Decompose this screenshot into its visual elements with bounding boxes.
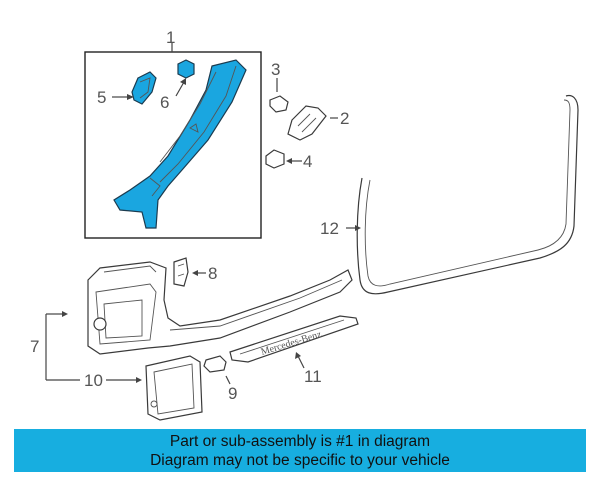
callout-12: 12 <box>320 219 339 238</box>
sill-trim-inner <box>95 283 157 345</box>
arrow-6 <box>180 78 186 85</box>
callout-5: 5 <box>97 88 106 107</box>
clip-part-6 <box>177 59 195 79</box>
bracket-detail <box>139 77 151 99</box>
clip-part-8 <box>173 257 189 287</box>
arrow-8 <box>192 270 198 276</box>
callout-1: 1 <box>166 28 175 47</box>
callout-10: 10 <box>84 371 103 390</box>
sill-trim-edge <box>169 279 343 331</box>
sill-plate-part-11 <box>229 315 359 363</box>
banner-line-2: Diagram may not be specific to your vehi… <box>150 452 450 469</box>
clip-part-4 <box>265 149 285 169</box>
clip-8-detail <box>177 263 185 277</box>
weatherstrip-part-12 <box>356 94 579 295</box>
a-pillar-inner-edge <box>159 65 237 183</box>
arrow-4 <box>286 158 292 164</box>
leader-line-11 <box>297 355 305 369</box>
callout-4: 4 <box>303 152 312 171</box>
bracket-2-detail <box>297 113 317 133</box>
sill-trim-top <box>103 265 157 273</box>
callout-8: 8 <box>208 264 217 283</box>
arrow-10 <box>136 377 142 383</box>
arrow-7 <box>62 311 68 317</box>
a-pillar-inner-edge-2 <box>159 71 217 163</box>
cover-panel-dot <box>150 400 158 408</box>
weatherstrip-inner <box>364 99 571 287</box>
info-banner: Part or sub-assembly is #1 in diagram Di… <box>14 429 586 472</box>
a-pillar-foot-detail <box>149 177 161 197</box>
callout-2: 2 <box>340 109 349 128</box>
arrow-12 <box>355 225 361 231</box>
callout-3: 3 <box>271 60 280 79</box>
cover-panel-inner <box>153 363 195 415</box>
a-pillar-trim-part <box>113 59 247 229</box>
callout-9: 9 <box>228 384 237 403</box>
bracket-part-5 <box>131 71 157 105</box>
sill-trim-part-7 <box>87 261 353 355</box>
leader-line-6 <box>175 81 185 97</box>
arrow-11 <box>295 352 301 359</box>
parts-diagram: 1 5 6 3 2 4 12 7 8 <box>30 28 579 421</box>
sill-plate-inner <box>239 319 345 355</box>
bracket-part-2 <box>287 105 327 141</box>
banner-line-1: Part or sub-assembly is #1 in diagram <box>169 433 431 450</box>
a-pillar-clip-mark <box>189 123 199 133</box>
callout-11: 11 <box>304 367 322 386</box>
push-clip-part-3 <box>269 95 289 113</box>
clip-part-9 <box>203 355 227 373</box>
cover-panel-part-10 <box>145 355 203 421</box>
leader-line-9 <box>225 375 231 385</box>
sub-assembly-box <box>84 51 262 239</box>
callout-6: 6 <box>160 93 169 112</box>
callout-7: 7 <box>30 337 39 356</box>
sill-trim-hole <box>93 317 107 331</box>
arrow-5 <box>127 94 134 100</box>
